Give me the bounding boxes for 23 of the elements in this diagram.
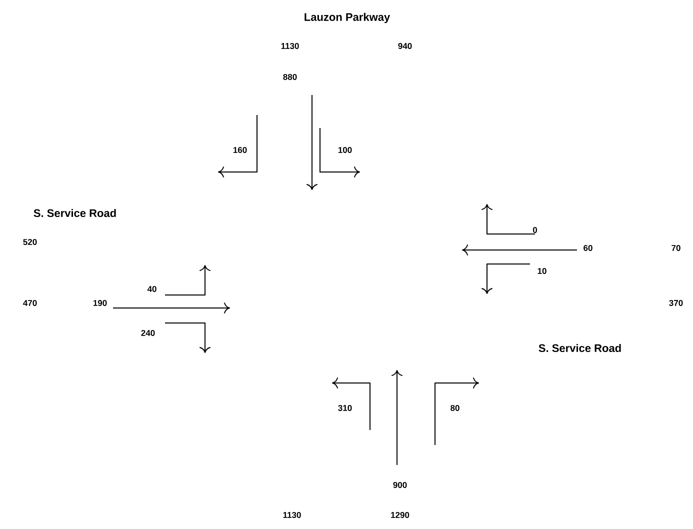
traffic-volume: 0 bbox=[532, 226, 538, 233]
traffic-volume: 190 bbox=[93, 300, 107, 306]
traffic-volume: 70 bbox=[672, 244, 680, 251]
traffic-volume: 940 bbox=[398, 42, 412, 49]
traffic-volume: 160 bbox=[233, 146, 247, 153]
traffic-volume: 1130 bbox=[283, 512, 301, 518]
traffic-volume: 520 bbox=[23, 238, 37, 245]
traffic-volume: 40 bbox=[147, 286, 156, 292]
street-name: Lauzon Parkway bbox=[304, 12, 390, 24]
traffic-volume: 470 bbox=[23, 300, 37, 306]
traffic-volume: 240 bbox=[141, 330, 155, 336]
traffic-volume: 310 bbox=[338, 404, 352, 411]
traffic-volume: 1130 bbox=[281, 42, 299, 49]
traffic-volume: 100 bbox=[338, 146, 352, 153]
street-name: S. Service Road bbox=[538, 344, 621, 352]
street-name: S. Service Road bbox=[34, 208, 116, 218]
traffic-volume: 900 bbox=[393, 482, 407, 488]
traffic-volume: 10 bbox=[538, 268, 546, 274]
traffic-volume: 1290 bbox=[391, 512, 410, 518]
traffic-volume: 370 bbox=[669, 300, 683, 306]
traffic-volume: 60 bbox=[584, 244, 592, 251]
traffic-volume: 880 bbox=[283, 74, 297, 80]
traffic-volume: 80 bbox=[450, 404, 460, 411]
